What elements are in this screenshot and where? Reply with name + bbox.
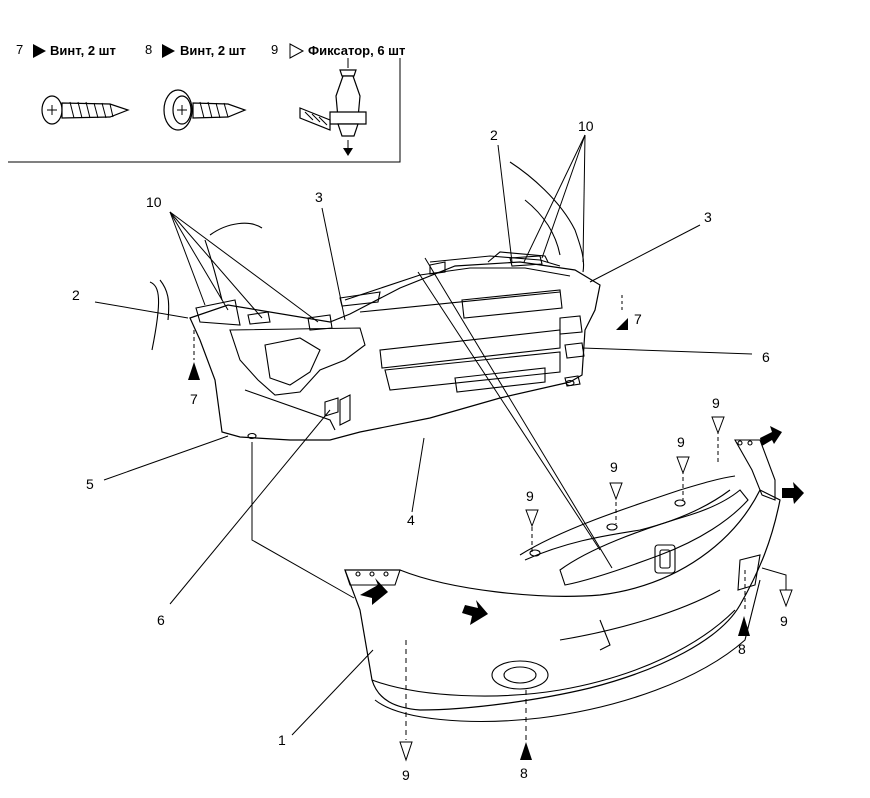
callout-1: 1 xyxy=(278,732,286,748)
clip-9-marker-icon xyxy=(676,456,690,475)
clip-9-marker-icon xyxy=(399,741,413,762)
legend-7-number: 7 xyxy=(16,42,23,57)
bumper-cover xyxy=(344,426,804,722)
callout-9-a: 9 xyxy=(712,395,720,411)
callout-3-right: 3 xyxy=(704,209,712,225)
callout-5: 5 xyxy=(86,476,94,492)
clip-9-marker-icon xyxy=(711,416,725,435)
callout-labels: 10 2 3 7 2 10 3 7 6 5 4 6 9 9 9 9 9 8 1 … xyxy=(72,118,788,783)
legend-8-number: 8 xyxy=(145,42,152,57)
callout-9-e: 9 xyxy=(780,613,788,629)
fastener-legend: 7 Винт, 2 шт 8 Винт, 2 шт 9 Фиксатор, 6 … xyxy=(8,42,405,163)
callout-8-right: 8 xyxy=(738,641,746,657)
callout-9-d: 9 xyxy=(526,488,534,504)
callout-6-left: 6 xyxy=(157,612,165,628)
removal-direction-arrow-icon xyxy=(782,482,804,504)
callout-9-c: 9 xyxy=(610,459,618,475)
removal-direction-arrow-icon xyxy=(462,600,488,625)
clip-9-marker-icon xyxy=(525,509,539,528)
callout-9-b: 9 xyxy=(677,434,685,450)
screw-8-drawing xyxy=(163,89,247,131)
legend-9-text: Фиксатор, 6 шт xyxy=(308,43,405,58)
callout-9-f: 9 xyxy=(402,767,410,783)
leader-lines xyxy=(94,134,787,740)
callout-7-left: 7 xyxy=(190,391,198,407)
filled-triangle-icon xyxy=(162,44,175,58)
callout-6-right: 6 xyxy=(762,349,770,365)
callout-4: 4 xyxy=(407,512,415,528)
screw-7-drawing xyxy=(41,95,130,125)
removal-direction-arrow-icon xyxy=(360,578,388,605)
callout-3-left: 3 xyxy=(315,189,323,205)
screw-8-marker-icon xyxy=(738,616,750,636)
callout-8-bottom: 8 xyxy=(520,765,528,781)
legend-9-number: 9 xyxy=(271,42,278,57)
outline-triangle-icon xyxy=(289,43,305,59)
callout-2-right: 2 xyxy=(490,127,498,143)
clip-9-drawing xyxy=(299,58,367,156)
removal-direction-arrow-icon xyxy=(760,426,782,446)
filled-triangle-icon xyxy=(33,44,46,58)
clip-9-marker-icon xyxy=(609,482,623,501)
legend-7-text: Винт, 2 шт xyxy=(50,43,116,58)
clip-9-marker-icon xyxy=(779,589,793,608)
screw-7-marker-icon xyxy=(616,318,628,330)
bumper-frame xyxy=(149,161,601,441)
callout-10-right: 10 xyxy=(578,118,594,134)
legend-8-text: Винт, 2 шт xyxy=(180,43,246,58)
fastener-markers xyxy=(188,318,793,762)
callout-2-left: 2 xyxy=(72,287,80,303)
screw-7-marker-icon xyxy=(188,362,200,380)
callout-7-right: 7 xyxy=(634,311,642,327)
callout-10-left: 10 xyxy=(146,194,162,210)
screw-8-marker-icon xyxy=(520,742,532,760)
